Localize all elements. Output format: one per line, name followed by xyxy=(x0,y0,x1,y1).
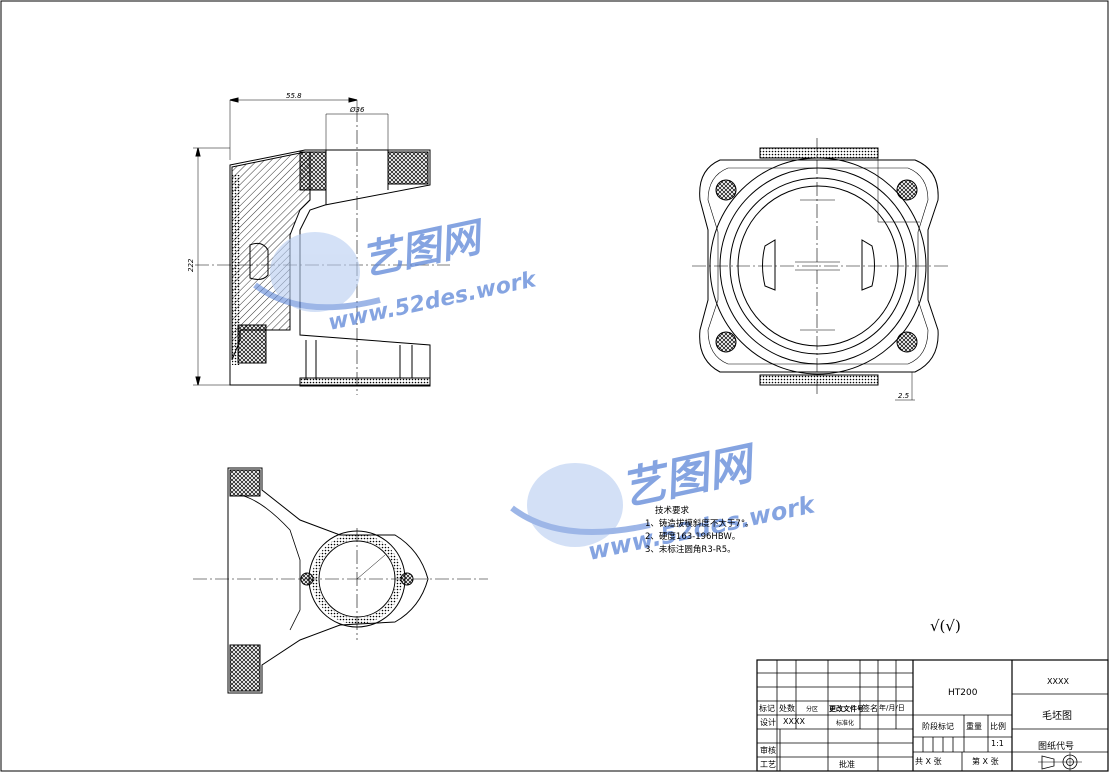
title-block-grid xyxy=(756,659,1109,772)
tb-weight: 重量 xyxy=(966,722,982,731)
tb-standardize: 标准化 xyxy=(836,720,855,727)
tech-req-item-1: 1、铸造拔模斜度不大于7°。 xyxy=(645,519,754,529)
dim-height-left: 222 xyxy=(187,258,195,272)
watermark-brand-1: 艺图网 xyxy=(358,214,491,285)
tb-drawing-name: 毛坯图 xyxy=(1042,711,1072,722)
tb-sheets-total: 共 X 张 xyxy=(915,757,942,766)
tb-drawing-code-label: 图纸代号 xyxy=(1038,742,1075,752)
front-section-view xyxy=(193,97,450,395)
tb-scale-label: 比例 xyxy=(990,722,1006,731)
tb-review: 审核 xyxy=(760,746,776,755)
tb-design-name: XXXX xyxy=(783,717,805,726)
tb-design: 设计 xyxy=(760,718,776,727)
dim-lug-offset: 2.5 xyxy=(898,392,910,400)
watermark-brand-2: 艺图网 xyxy=(617,437,763,516)
top-view xyxy=(193,467,488,694)
end-view xyxy=(692,138,948,401)
watermark-logo-2 xyxy=(510,463,651,547)
tb-count: 处数 xyxy=(779,704,795,713)
tb-change-doc: 更改文件号 xyxy=(829,705,864,713)
tb-date: 年/月/日 xyxy=(879,704,905,712)
dim-width-top: 55.8 xyxy=(286,92,302,100)
tech-req-heading: 技术要求 xyxy=(655,506,690,516)
dim-bore-dia: Ø36 xyxy=(349,106,365,114)
tb-sheet-no: 第 X 张 xyxy=(972,757,999,766)
tb-scale: 1:1 xyxy=(991,739,1004,748)
tb-stage-mark: 阶段标记 xyxy=(922,722,954,731)
tech-req-item-3: 3、未标注圆角R3-R5。 xyxy=(645,545,736,555)
technical-requirements: 技术要求 1、铸造拔模斜度不大于7°。 2、硬度163-196HBW。 3、未标… xyxy=(645,505,754,557)
tech-req-item-2: 2、硬度163-196HBW。 xyxy=(645,532,741,542)
tb-sign: 签名 xyxy=(862,704,878,713)
watermark-logo-1 xyxy=(253,232,381,312)
tb-approve: 批准 xyxy=(839,760,855,769)
tb-company: XXXX xyxy=(1047,677,1069,686)
title-block: 标记 处数 分区 更改文件号 签名 年/月/日 设计 XXXX 标准化 审核 工… xyxy=(757,660,1108,771)
tb-material: HT200 xyxy=(948,688,978,698)
tb-zone: 分区 xyxy=(806,706,819,713)
surface-roughness-symbol: √(√) xyxy=(930,617,961,635)
tb-mark: 标记 xyxy=(759,704,775,713)
tb-process: 工艺 xyxy=(760,760,776,769)
